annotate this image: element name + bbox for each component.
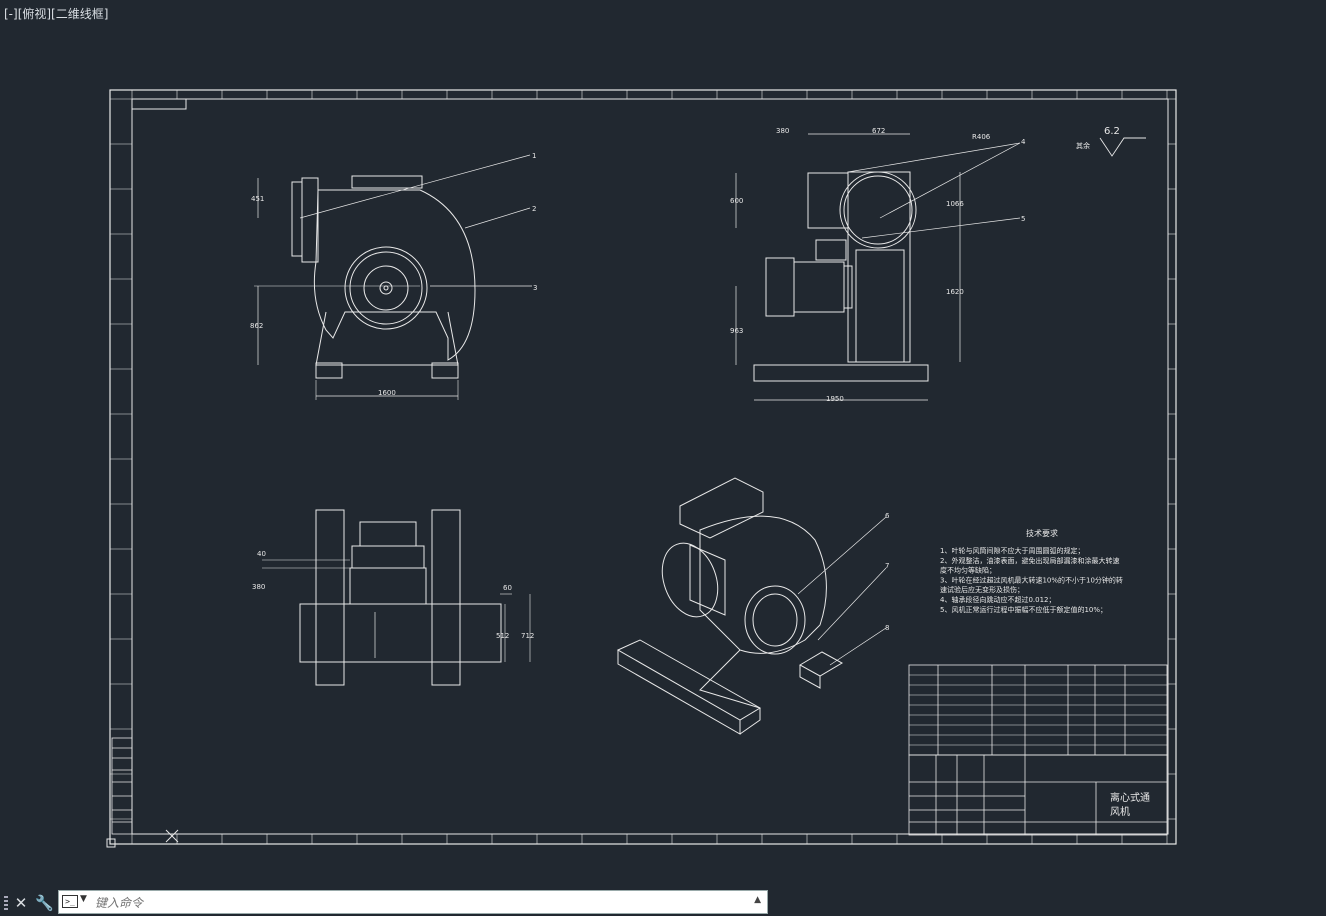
- dim-side-380: 380: [776, 127, 789, 135]
- tech-title: 技术要求: [1026, 528, 1058, 538]
- tech-line: 5、风机正常运行过程中振幅不应低于额定值的10%；: [940, 605, 1107, 614]
- title-name-1: 离心式通: [1110, 791, 1150, 804]
- dim-side-r406: R406: [972, 133, 991, 141]
- chevron-up-icon[interactable]: ▲: [754, 895, 761, 905]
- tech-line: 速试验后应无变形及损伤；: [940, 585, 1024, 594]
- dim-front-451: 451: [251, 195, 264, 203]
- front-view: [254, 154, 532, 400]
- side-strip: [111, 737, 133, 835]
- dim-side-963: 963: [730, 327, 743, 335]
- balloon-2: 2: [532, 205, 536, 213]
- dim-top-40: 40: [257, 550, 266, 558]
- viewport-label[interactable]: [-][俯视][二维线框]: [4, 7, 109, 21]
- side-view: [735, 133, 1021, 401]
- command-bar: ✕ 🔧 >_ ▼ ▲: [0, 889, 768, 916]
- sheet-outer-border: [109, 89, 1177, 845]
- dim-top-512: 512: [496, 632, 509, 640]
- tech-line: 度不均匀等缺陷；: [940, 566, 996, 575]
- cad-drawing-canvas[interactable]: 451 862 1600 380 672 R406 600 1066 1620 …: [0, 0, 1326, 888]
- tech-line: 3、叶轮在经过超过风机最大转速10%的不小于10分钟的转: [940, 575, 1123, 584]
- dim-side-1950: 1950: [826, 395, 844, 403]
- command-bar-grip[interactable]: [4, 896, 8, 910]
- dim-top-380: 380: [252, 583, 265, 591]
- dim-front-1600: 1600: [378, 389, 396, 397]
- command-input-box[interactable]: >_ ▼ ▲: [58, 890, 768, 914]
- roughness-symbol: [1099, 137, 1146, 157]
- balloon-7: 7: [885, 562, 889, 570]
- top-view: [262, 509, 531, 686]
- isometric-view: [616, 477, 887, 735]
- roughness-label: 其余: [1076, 141, 1090, 150]
- title-name-2: 风机: [1110, 805, 1130, 818]
- balloon-8: 8: [885, 624, 889, 632]
- balloon-1: 1: [532, 152, 536, 160]
- command-prompt-icon[interactable]: >_: [62, 895, 78, 908]
- dim-front-862: 862: [250, 322, 263, 330]
- dim-side-1620: 1620: [946, 288, 964, 296]
- chevron-down-icon[interactable]: ▼: [80, 894, 87, 904]
- dim-side-672: 672: [872, 127, 885, 135]
- dim-side-1066: 1066: [946, 200, 964, 208]
- close-icon[interactable]: ✕: [14, 894, 28, 912]
- dim-top-60: 60: [503, 584, 512, 592]
- settings-wrench-icon[interactable]: 🔧: [35, 894, 54, 912]
- dim-side-600: 600: [730, 197, 743, 205]
- sheet-inner-border: [131, 98, 1169, 835]
- balloon-5: 5: [1021, 215, 1025, 223]
- tech-line: 4、轴承段径向跳动应不超过0.012；: [940, 595, 1056, 604]
- balloon-6: 6: [885, 512, 890, 520]
- frame-grid-ticks: [110, 90, 1176, 844]
- dim-top-712: 712: [521, 632, 534, 640]
- ucs-icon: [106, 829, 179, 848]
- tech-line: 2、外观整洁，油漆表面，避免出现局部漏漆和涂最大转速: [940, 556, 1119, 565]
- balloon-3: 3: [533, 284, 537, 292]
- tech-line: 1、叶轮与风筒间隙不应大于周围圆弧的规定；: [940, 546, 1084, 555]
- command-input[interactable]: [93, 893, 737, 913]
- balloon-4: 4: [1021, 138, 1026, 146]
- roughness-value: 6.2: [1104, 126, 1120, 137]
- title-block: [908, 664, 1168, 836]
